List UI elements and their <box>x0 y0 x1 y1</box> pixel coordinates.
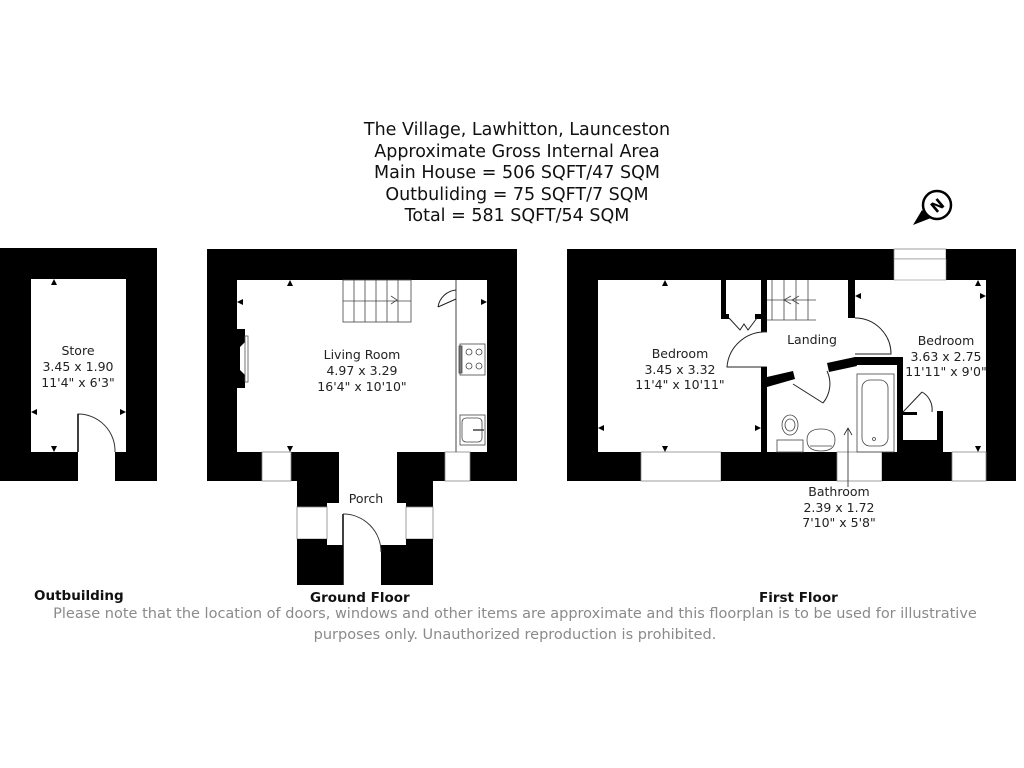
first-floor-plan: Bedroom 3.45 x 3.32 11'4" x 10'11" Landi… <box>567 248 1016 530</box>
ground-floor-plan: Porch Living Room 4.97 x 3.29 16'4" x 10… <box>207 249 517 585</box>
disclaimer: Please note that the location of doors, … <box>0 604 1024 646</box>
plan-header: The Village, Lawhitton, Launceston Appro… <box>0 120 1024 228</box>
room-name-store: Store <box>61 343 94 358</box>
room-metric-bedroom-1: 3.45 x 3.32 <box>644 362 715 377</box>
room-metric-store: 3.45 x 1.90 <box>42 359 113 374</box>
ground-floor-label: Ground Floor <box>310 590 410 606</box>
area-subtitle: Approximate Gross Internal Area <box>374 141 660 162</box>
outbuilding-area: Outbuliding = 75 SQFT/7 SQM <box>385 184 649 205</box>
property-address: The Village, Lawhitton, Launceston <box>363 120 671 140</box>
room-name-landing: Landing <box>787 332 837 347</box>
room-name-bathroom: Bathroom <box>808 484 869 499</box>
total-area: Total = 581 SQFT/54 SQM <box>404 206 630 226</box>
room-name-living: Living Room <box>324 347 401 362</box>
outbuilding-plan: Store 3.45 x 1.90 11'4" x 6'3" <box>0 248 157 481</box>
room-name-porch: Porch <box>349 491 383 506</box>
room-imperial-bedroom-2: 11'11" x 9'0" <box>905 364 986 379</box>
room-metric-bedroom-2: 3.63 x 2.75 <box>910 349 981 364</box>
north-arrow-icon: N <box>913 189 953 225</box>
first-floor-label: First Floor <box>759 590 838 606</box>
room-name-bedroom-1: Bedroom <box>652 346 709 361</box>
room-imperial-bedroom-1: 11'4" x 10'11" <box>635 377 724 392</box>
disclaimer-line-2: purposes only. Unauthorized reproduction… <box>313 627 717 643</box>
room-metric-bathroom: 2.39 x 1.72 <box>803 500 874 515</box>
room-metric-living: 4.97 x 3.29 <box>326 363 397 378</box>
room-imperial-store: 11'4" x 6'3" <box>41 375 114 390</box>
room-imperial-living: 16'4" x 10'10" <box>317 379 406 394</box>
room-name-bedroom-2: Bedroom <box>918 333 975 348</box>
main-house-area: Main House = 506 SQFT/47 SQM <box>374 163 660 183</box>
room-imperial-bathroom: 7'10" x 5'8" <box>802 515 875 530</box>
disclaimer-line-1: Please note that the location of doors, … <box>53 606 977 622</box>
outbuilding-label: Outbuilding <box>34 588 124 604</box>
